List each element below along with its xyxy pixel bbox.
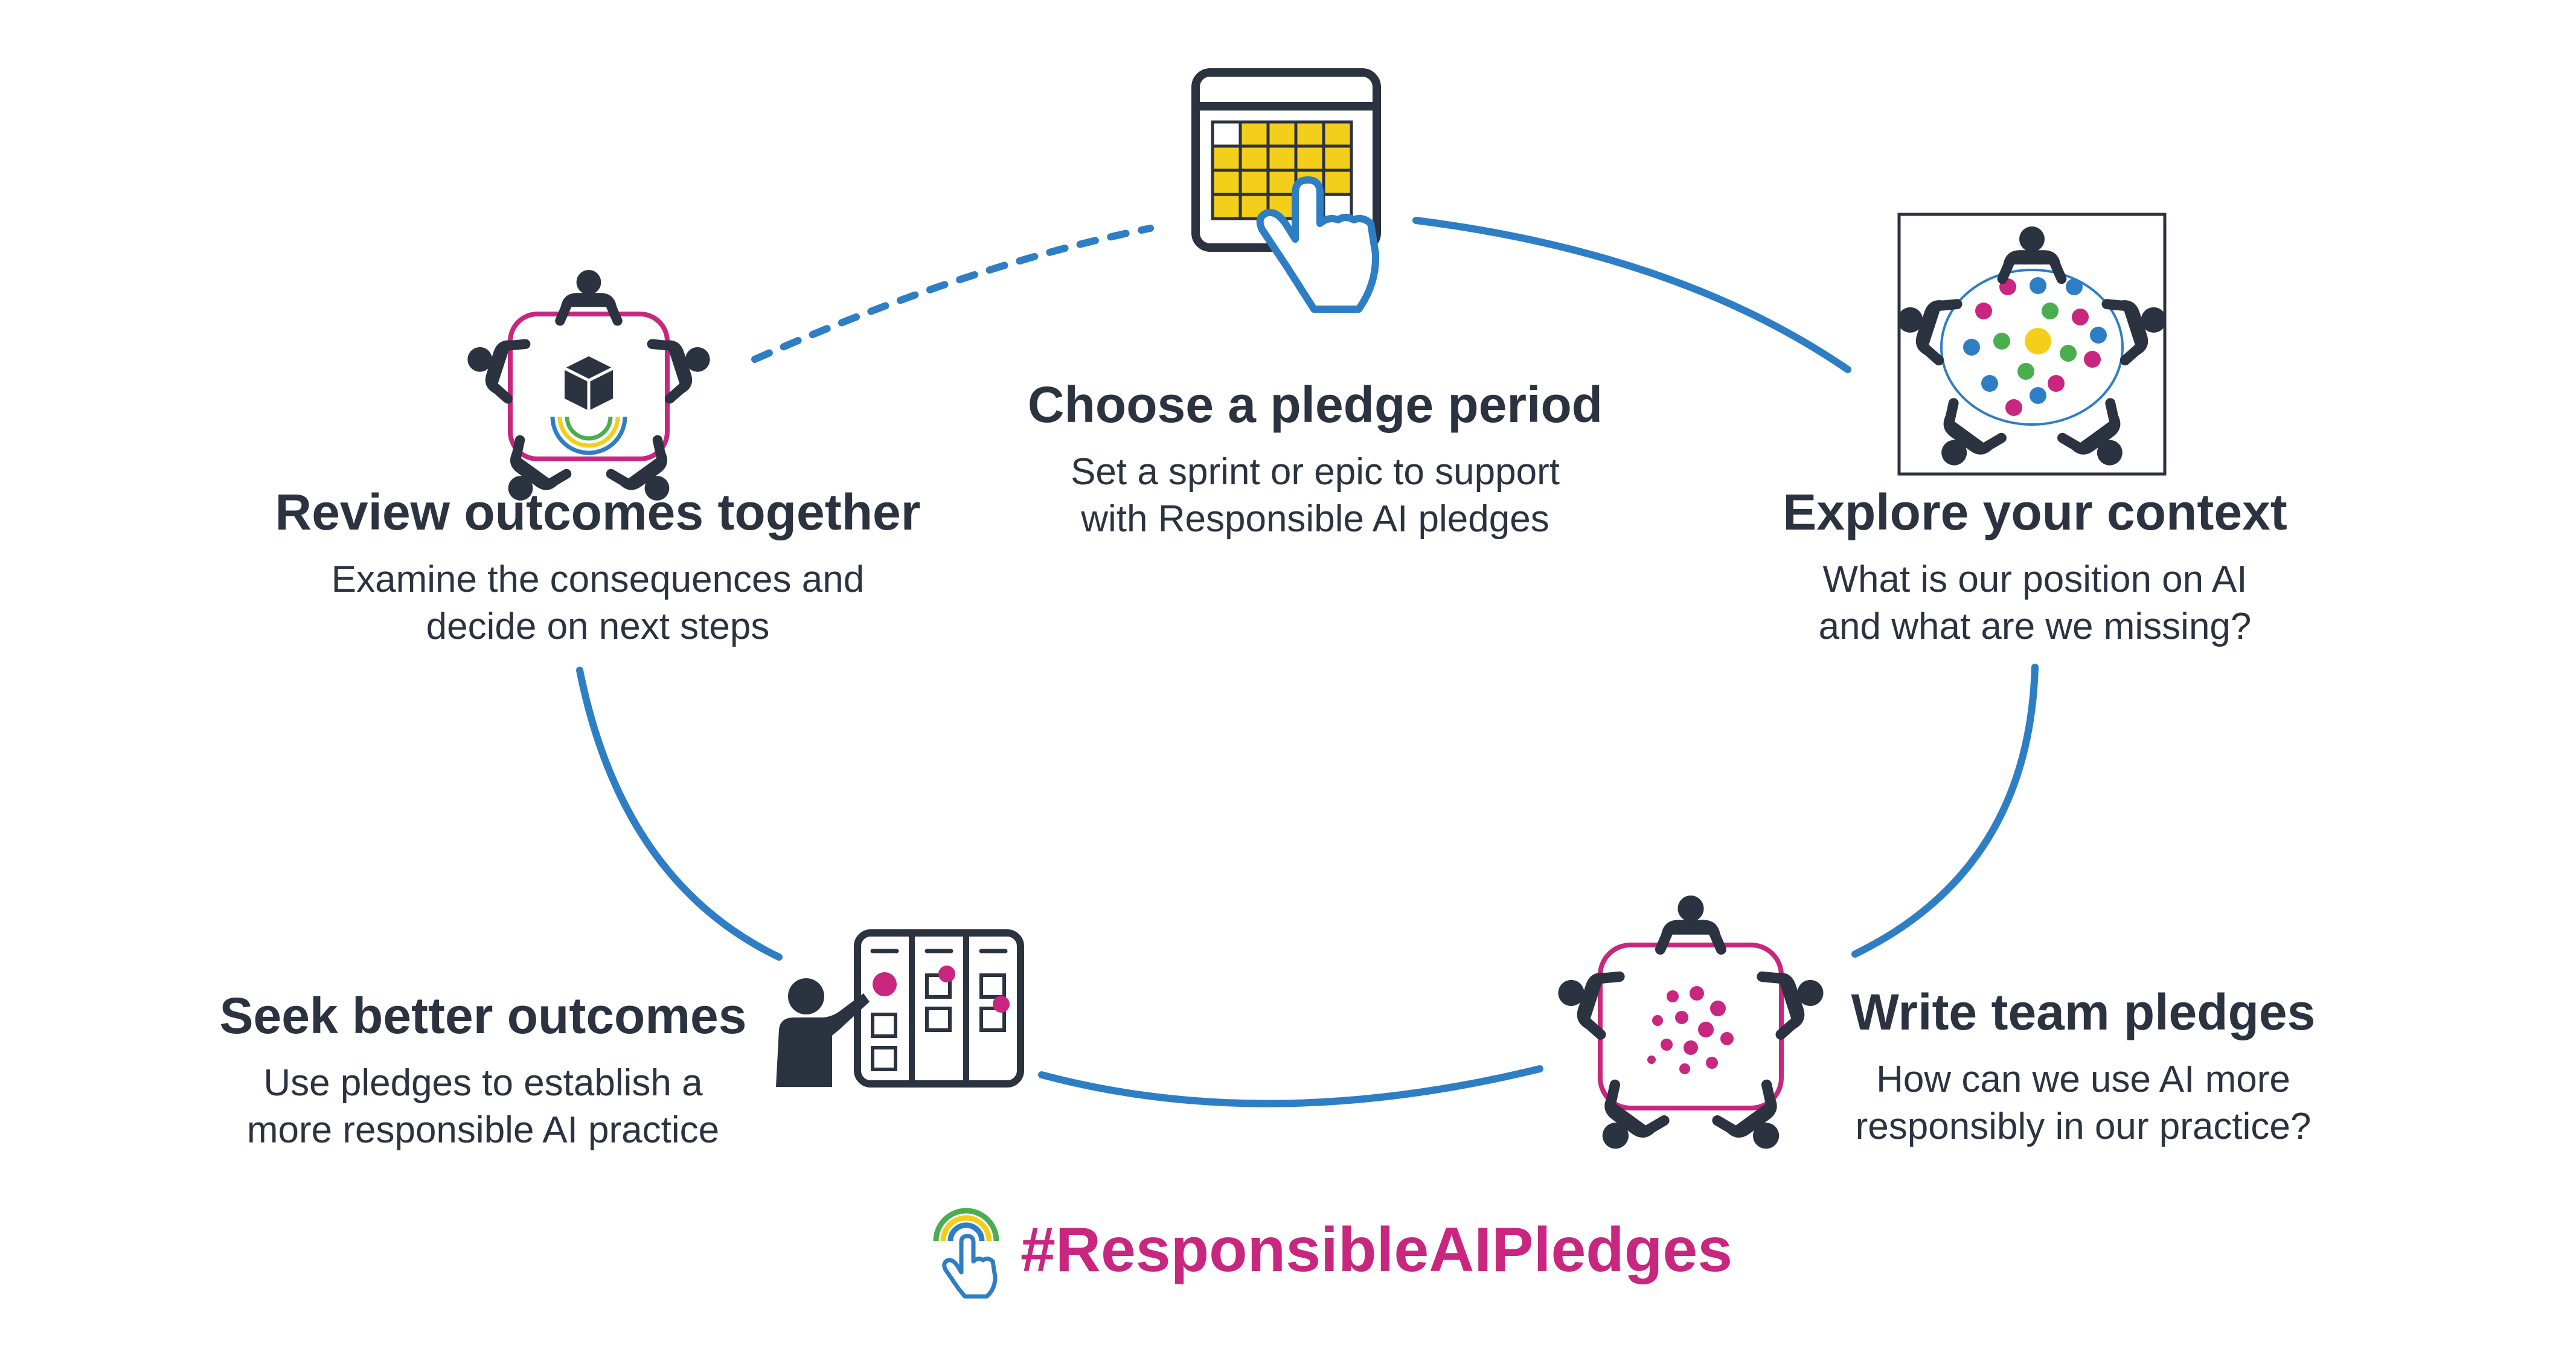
step-title: Review outcomes together: [275, 484, 921, 540]
pledge-logo-icon: [933, 1208, 999, 1299]
step-title: Seek better outcomes: [219, 987, 747, 1044]
step-title: Explore your context: [1783, 484, 2287, 540]
step-description: What is our position on AI and what are …: [1818, 558, 2252, 647]
step-description: How can we use AI more responsibly in ou…: [1855, 1058, 2312, 1147]
flow-arrows: [576, 217, 2039, 1107]
step-review-outcomes: Review outcomes together Examine the con…: [235, 483, 960, 650]
step-title: Write team pledges: [1851, 984, 2316, 1040]
arrow-explore-to-write: [1851, 664, 2039, 958]
arrow-review-to-choose: [751, 225, 1154, 363]
team-review-icon: [460, 270, 719, 515]
step-title: Choose a pledge period: [1027, 376, 1603, 433]
arrow-seek-to-review: [576, 667, 783, 961]
step-explore-context: Explore your context What is our positio…: [1733, 483, 2337, 650]
hashtag-text: #ResponsibleAIPledges: [1020, 1214, 1733, 1285]
arrow-choose-to-explore: [1412, 217, 1851, 373]
kanban-board-icon: [776, 929, 1024, 1088]
step-write-team-pledges: Write team pledges How can we use AI mor…: [1781, 983, 2385, 1150]
arrow-write-to-seek: [1038, 1065, 1543, 1107]
step-description: Examine the consequences and decide on n…: [331, 558, 865, 647]
team-pledge-icon: [1549, 895, 1832, 1164]
step-description: Set a sprint or epic to support with Res…: [1071, 450, 1560, 540]
hashtag: #ResponsibleAIPledges: [924, 1196, 1732, 1304]
step-choose-pledge-period: Choose a pledge period Set a sprint or e…: [1013, 376, 1617, 543]
calendar-hand-icon: [1191, 68, 1381, 313]
step-description: Use pledges to establish a more responsi…: [246, 1062, 720, 1151]
team-explore-icon: [1889, 213, 2174, 480]
step-seek-better-outcomes: Seek better outcomes Use pledges to esta…: [181, 987, 785, 1154]
